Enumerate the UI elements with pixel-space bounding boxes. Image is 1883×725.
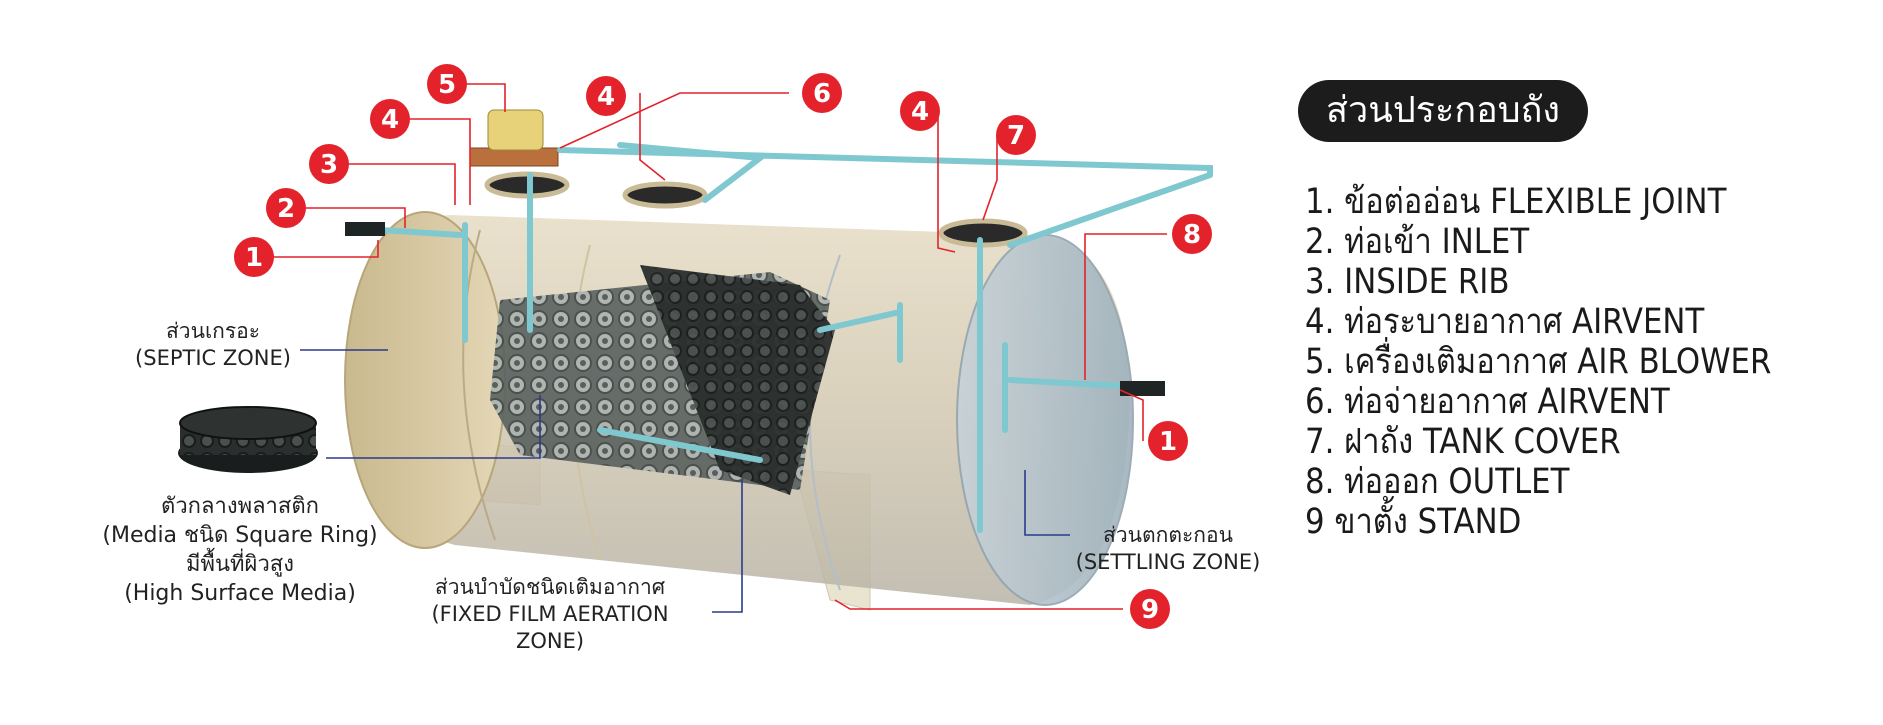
callout-badge-5: [427, 64, 467, 104]
media-line-1: ตัวกลางพลาสติก: [161, 494, 319, 519]
legend-title: ส่วนประกอบถัง: [1298, 80, 1588, 142]
media-description: ตัวกลางพลาสติก (Media ชนิด Square Ring) …: [85, 492, 395, 608]
callout-number-2: 2: [277, 194, 295, 224]
media-bed: [490, 265, 835, 495]
callout-badge-8: [1172, 214, 1212, 254]
callout-badge-1: [1148, 421, 1188, 461]
callout-badge-2: [266, 188, 306, 228]
zone-leaders: [300, 349, 1070, 613]
legend-item: 2. ท่อเข้า INLET: [1305, 222, 1530, 262]
legend-item: 6. ท่อจ่ายอากาศ AIRVENT: [1305, 382, 1670, 422]
callout-number-6: 6: [813, 79, 831, 109]
callout-badge-4: [900, 91, 940, 131]
aeration-zone-thai: ส่วนบำบัดชนิดเติมอากาศ: [434, 575, 666, 599]
callout-number-4: 4: [597, 82, 615, 112]
settling-zone-thai: ส่วนตกตะกอน: [1103, 523, 1233, 547]
septic-zone-en: (SEPTIC ZONE): [135, 346, 291, 370]
callout-badge-7: [996, 115, 1036, 155]
legend-item: 5. เครื่องเติมอากาศ AIR BLOWER: [1305, 342, 1772, 382]
callout-number-1: 1: [1159, 427, 1177, 457]
aeration-zone-en: (FIXED FILM AERATION ZONE): [431, 602, 669, 653]
legend-item: 9 ขาตั้ง STAND: [1305, 502, 1522, 542]
legend-list: 1. ข้อต่ออ่อน FLEXIBLE JOINT 2. ท่อเข้า …: [1305, 182, 1835, 542]
legend-item: 8. ท่อออก OUTLET: [1305, 462, 1570, 502]
media-sample-image: [178, 406, 318, 473]
media-line-3: มีพื้นที่ผิวสูง: [186, 552, 294, 577]
callout-badge-4: [370, 99, 410, 139]
callout-number-4: 4: [911, 97, 929, 127]
legend-item: 4. ท่อระบายอากาศ AIRVENT: [1305, 302, 1705, 342]
callout-number-8: 8: [1183, 220, 1201, 250]
callout-badge-1: [234, 237, 274, 277]
septic-zone-thai: ส่วนเกรอะ: [165, 319, 261, 343]
legend-item: 3. INSIDE RIB: [1305, 262, 1510, 302]
media-line-2: (Media ชนิด Square Ring): [102, 523, 378, 548]
settling-zone-label: ส่วนตกตะกอน (SETTLING ZONE): [1063, 522, 1273, 576]
legend-item: 7. ฝาถัง TANK COVER: [1305, 422, 1621, 462]
callout-number-9: 9: [1141, 595, 1159, 625]
callout-badge-3: [309, 144, 349, 184]
air-blower: [469, 109, 559, 167]
callout-badge-4: [586, 76, 626, 116]
flexible-joints: [345, 222, 1165, 396]
callout-number-4: 4: [381, 105, 399, 135]
callout-badge-9: [1130, 589, 1170, 629]
callout-number-5: 5: [438, 70, 456, 100]
callout-leaders: [273, 83, 1167, 610]
settling-zone-en: (SETTLING ZONE): [1075, 550, 1261, 574]
callout-number-3: 3: [320, 150, 338, 180]
callout-number-7: 7: [1007, 121, 1025, 151]
callout-badge-6: [802, 73, 842, 113]
septic-zone-label: ส่วนเกรอะ (SEPTIC ZONE): [118, 318, 308, 372]
media-line-4: (High Surface Media): [124, 581, 356, 606]
legend-item: 1. ข้อต่ออ่อน FLEXIBLE JOINT: [1305, 182, 1727, 222]
pipe-network: [347, 142, 1213, 533]
callout-number-1: 1: [245, 243, 263, 273]
aeration-zone-label: ส่วนบำบัดชนิดเติมอากาศ (FIXED FILM AERAT…: [395, 574, 705, 655]
